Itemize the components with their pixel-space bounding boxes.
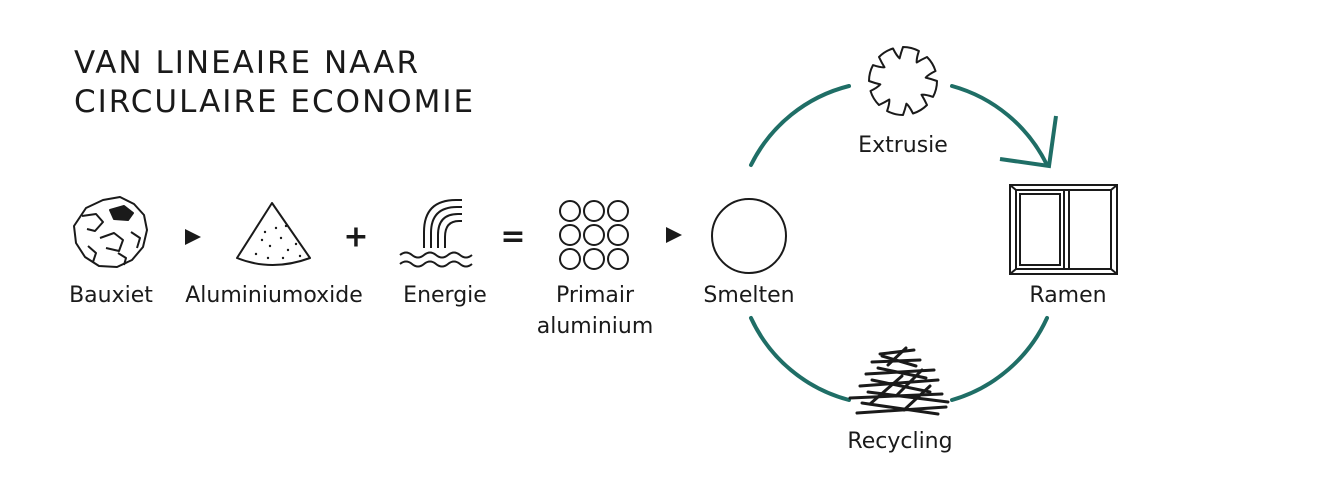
label-recycling: Recycling [847, 429, 953, 454]
label-smelten: Smelten [703, 283, 795, 308]
equals-operator: = [500, 219, 526, 255]
circles-grid-icon [559, 200, 629, 270]
gear-profile-icon [868, 46, 938, 116]
title-line-2: CIRCULAIRE ECONOMIE [74, 84, 476, 120]
page-title: VAN LINEAIRE NAAR CIRCULAIRE ECONOMIE [74, 44, 475, 122]
circle-icon [711, 198, 787, 274]
arrow-right-icon [666, 227, 682, 243]
label-aluminiumoxide: Aluminiumoxide [185, 283, 363, 308]
arrow-right-icon [185, 229, 201, 245]
waterfall-icon [399, 199, 473, 268]
label-aluminium: aluminium [536, 314, 654, 339]
label-ramen: Ramen [1029, 283, 1107, 308]
rock-icon [73, 196, 148, 268]
plus-operator: + [343, 219, 369, 255]
label-extrusie: Extrusie [858, 133, 948, 158]
cone-icon [236, 202, 311, 266]
label-bauxiet: Bauxiet [69, 283, 153, 308]
label-primair: Primair [555, 283, 635, 308]
scrap-pile-icon [848, 346, 950, 416]
label-energie: Energie [403, 283, 487, 308]
title-line-1: VAN LINEAIRE NAAR [74, 45, 420, 81]
window-frame-icon [1009, 184, 1118, 275]
cycle-arrowhead-icon [999, 115, 1058, 169]
cycle-arrows [749, 84, 1049, 402]
